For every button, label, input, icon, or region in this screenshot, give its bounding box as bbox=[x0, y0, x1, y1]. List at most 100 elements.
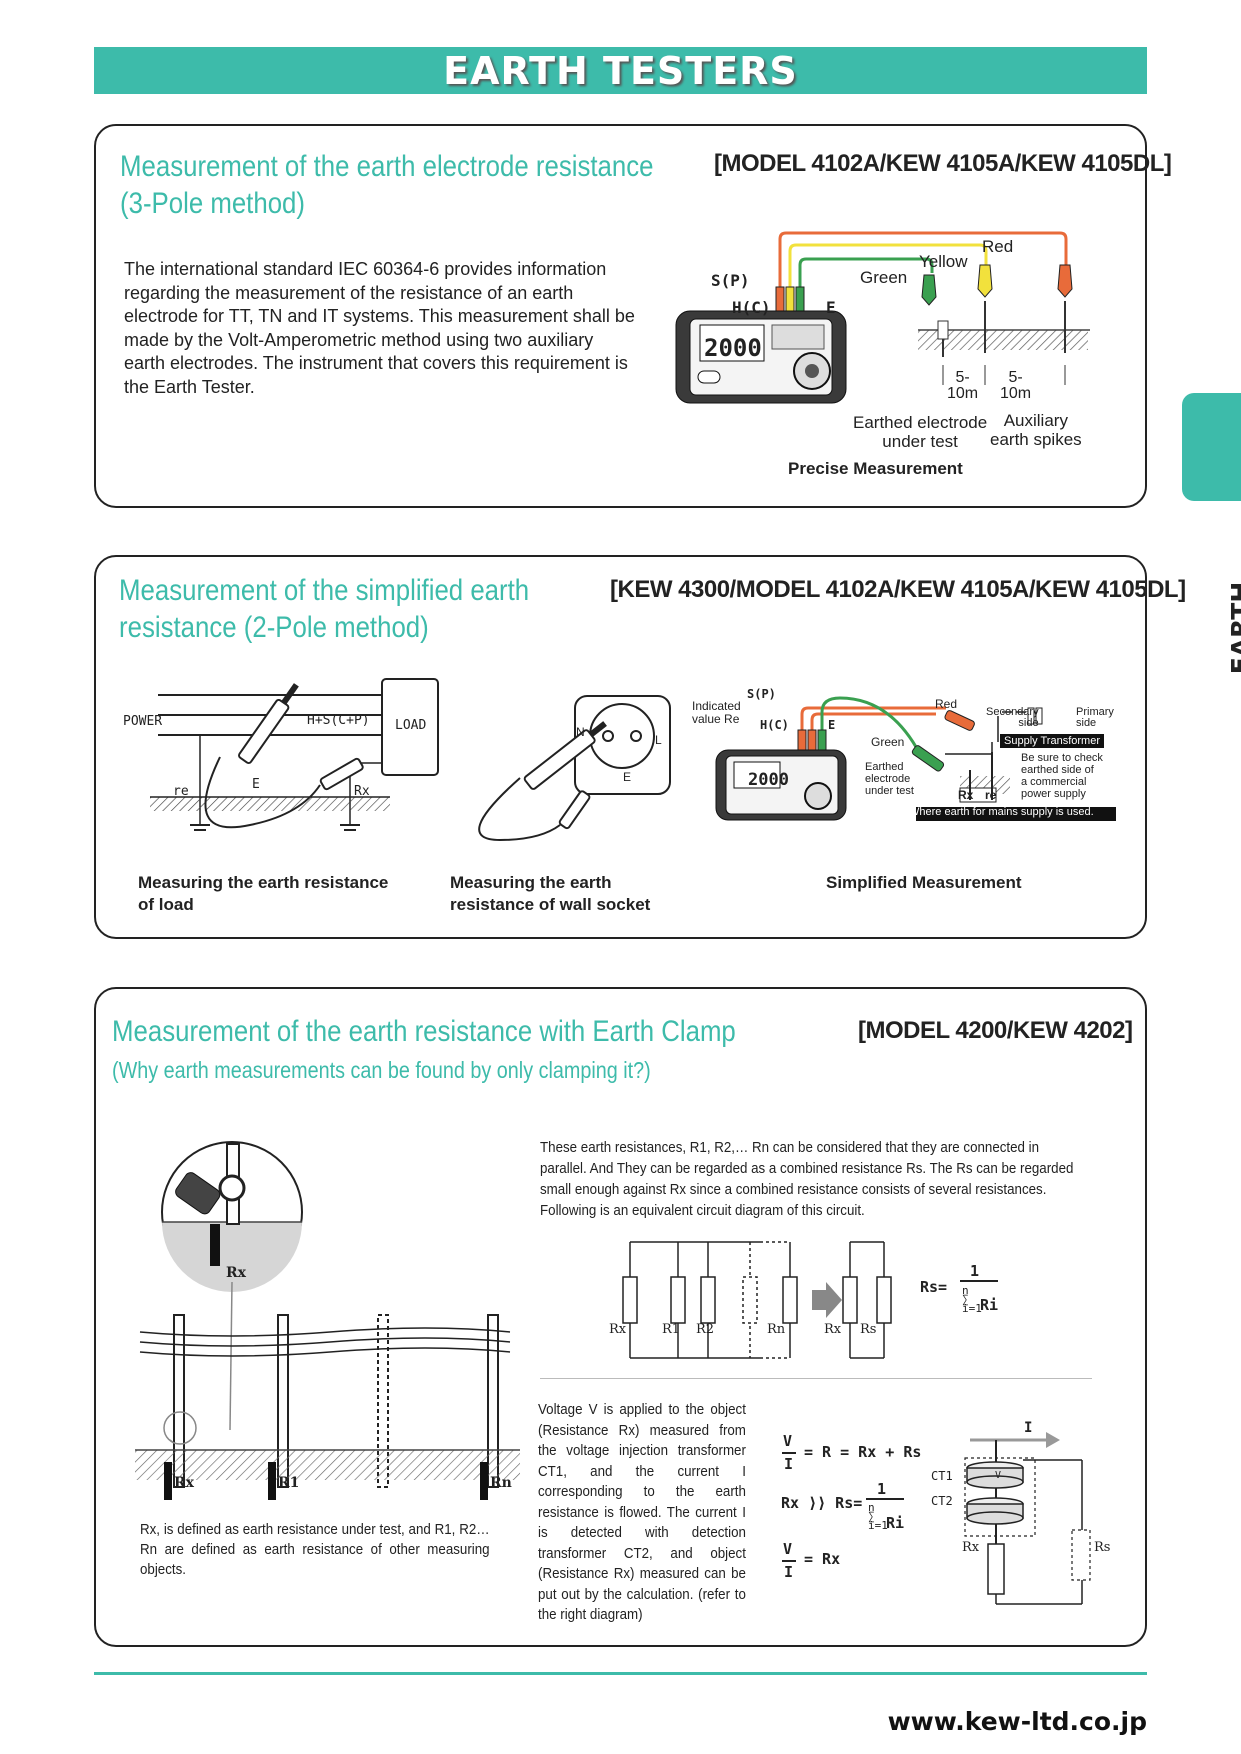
footer-rule bbox=[94, 1672, 1147, 1675]
label2-sp: S(P) bbox=[747, 687, 776, 701]
formula-bar bbox=[960, 1280, 998, 1282]
formula-ri: Ri bbox=[980, 1296, 999, 1314]
label-e: E bbox=[826, 298, 836, 317]
caption-precise: Precise Measurement bbox=[788, 459, 963, 478]
section1-heading-line2: (3-Pole method) bbox=[120, 187, 305, 220]
load-diagram bbox=[150, 678, 439, 831]
eq2: Rx ⟩⟩ Rs= bbox=[781, 1494, 863, 1512]
eq3: = Rx bbox=[804, 1550, 841, 1568]
side-tab bbox=[1182, 393, 1241, 501]
eq2-sum: n ∑ i=1 bbox=[868, 1501, 888, 1532]
eq3-bar bbox=[782, 1560, 796, 1562]
circuit-rx2: Rx bbox=[824, 1322, 842, 1337]
simplified-diagram bbox=[715, 696, 1116, 821]
socket-n: N bbox=[576, 725, 585, 739]
label-dist2: 5- 10m bbox=[1000, 369, 1032, 402]
section3-subheading: (Why earth measurements can be found by … bbox=[112, 1057, 651, 1083]
section2-display: 2000 bbox=[748, 770, 789, 790]
three-pole-diagram bbox=[675, 231, 1090, 404]
section-earth-clamp bbox=[94, 987, 1147, 1647]
section1-body: The international standard IEC 60364-6 p… bbox=[124, 259, 635, 397]
circuit-rn: Rn bbox=[767, 1322, 786, 1337]
eq1: = R = Rx + Rs bbox=[804, 1443, 922, 1461]
label2-rx: Rx bbox=[958, 788, 974, 802]
load-box bbox=[381, 678, 439, 776]
pole-r1: R1 bbox=[278, 1475, 300, 1491]
green-clip bbox=[921, 274, 937, 306]
eq3-i: I bbox=[784, 1563, 794, 1581]
pole-rx: Rx bbox=[174, 1475, 194, 1491]
section3-para1: These earth resistances, R1, R2,… Rn can… bbox=[540, 1140, 1074, 1219]
label2-re: re bbox=[985, 788, 997, 802]
label-red: Red bbox=[982, 237, 1014, 256]
section3-models: [MODEL 4200/KEW 4202] bbox=[858, 1017, 1133, 1044]
red-clip bbox=[1057, 264, 1073, 298]
section3-left-caption: Rx, is defined as earth resistance under… bbox=[140, 1522, 490, 1578]
label-hc: H(C) bbox=[732, 298, 771, 317]
caption-simplified: Simplified Measurement bbox=[826, 873, 1022, 892]
label2-electrode: Earthed electrode under test bbox=[865, 761, 914, 797]
eq1-bar bbox=[782, 1452, 796, 1454]
divider bbox=[540, 1378, 1092, 1379]
label-primary: Primary side bbox=[1076, 706, 1114, 729]
section-3-pole bbox=[94, 124, 1147, 508]
socket-l: L bbox=[655, 733, 662, 747]
label-secondary: Secondary side bbox=[986, 706, 1039, 729]
circuit-rx: Rx bbox=[609, 1322, 627, 1337]
title-banner: EARTH TESTERS bbox=[94, 47, 1147, 94]
eq2-one: 1 bbox=[877, 1480, 887, 1498]
where-box bbox=[916, 807, 1116, 821]
eq2-ri: Ri bbox=[886, 1514, 905, 1532]
label2-green: Green bbox=[871, 735, 905, 749]
poles-diagram bbox=[135, 1141, 520, 1500]
label-spikes: Auxiliary earth spikes bbox=[990, 411, 1082, 449]
section1-heading-line1: Measurement of the earth electrode resis… bbox=[120, 150, 654, 183]
label-where: Where earth for mains supply is used. bbox=[909, 806, 1094, 818]
ct-rx: Rx bbox=[962, 1540, 980, 1555]
label-load: LOAD bbox=[395, 718, 427, 733]
clamp-meter bbox=[175, 1172, 221, 1215]
ground-hatch bbox=[918, 330, 1088, 350]
red-wire bbox=[778, 231, 1068, 293]
clamp-rx: Rx bbox=[226, 1265, 246, 1281]
socket-e: E bbox=[623, 770, 632, 784]
label2-red: Red bbox=[935, 697, 958, 711]
ct-diagram bbox=[964, 1432, 1091, 1605]
label-transformer: Supply Transformer bbox=[1000, 734, 1104, 748]
circuit-rs: Rs bbox=[860, 1322, 877, 1337]
footer-url[interactable]: www.kew-ltd.co.jp bbox=[887, 1707, 1147, 1736]
ct2: CT2 bbox=[931, 1494, 953, 1508]
label-green: Green bbox=[860, 268, 908, 287]
indicated-value: Indicated value Re bbox=[692, 699, 741, 726]
eq3-v: V bbox=[783, 1540, 793, 1558]
probe-1 bbox=[238, 683, 299, 764]
caption-load: Measuring the earth resistance of load bbox=[138, 873, 389, 914]
label-sp: S(P) bbox=[711, 271, 750, 290]
label-electrode: Earthed electrode under test bbox=[853, 413, 988, 451]
formula-sum: n ∑ i=1 bbox=[962, 1284, 982, 1315]
circuit-r2: R2 bbox=[696, 1322, 715, 1337]
eq1-v: V bbox=[783, 1432, 793, 1450]
label-power: POWER bbox=[123, 714, 163, 729]
yellow-wire bbox=[788, 243, 988, 293]
circuit-r1: R1 bbox=[662, 1322, 681, 1337]
probe-2 bbox=[319, 757, 364, 791]
section2-models: [KEW 4300/MODEL 4102A/KEW 4105A/KEW 4105… bbox=[610, 576, 1186, 603]
section1-models: [MODEL 4102A/KEW 4105A/KEW 4105DL] bbox=[714, 150, 1172, 177]
pole-rn: Rn bbox=[490, 1475, 512, 1491]
ct-i: I bbox=[1024, 1420, 1033, 1436]
ct-v: V bbox=[995, 1470, 1002, 1481]
caption-socket: Measuring the earth resistance of wall s… bbox=[450, 873, 651, 914]
label-re: re bbox=[173, 784, 189, 799]
socket-diagram bbox=[478, 695, 671, 842]
formula-rs: Rs= bbox=[920, 1278, 948, 1296]
yellow-clip bbox=[977, 264, 993, 298]
label-check: Be sure to check earthed side of a comme… bbox=[1021, 752, 1103, 800]
label-yellow: Yellow bbox=[919, 252, 968, 271]
label-dist1: 5- 10m bbox=[947, 369, 979, 402]
section3-heading: Measurement of the earth resistance with… bbox=[112, 1015, 736, 1048]
side-tab-label: EARTH TESTERS bbox=[1226, 581, 1241, 675]
ct1: CT1 bbox=[931, 1469, 953, 1483]
ct-rs: Rs bbox=[1094, 1540, 1111, 1555]
label-load-e: E bbox=[252, 777, 260, 792]
